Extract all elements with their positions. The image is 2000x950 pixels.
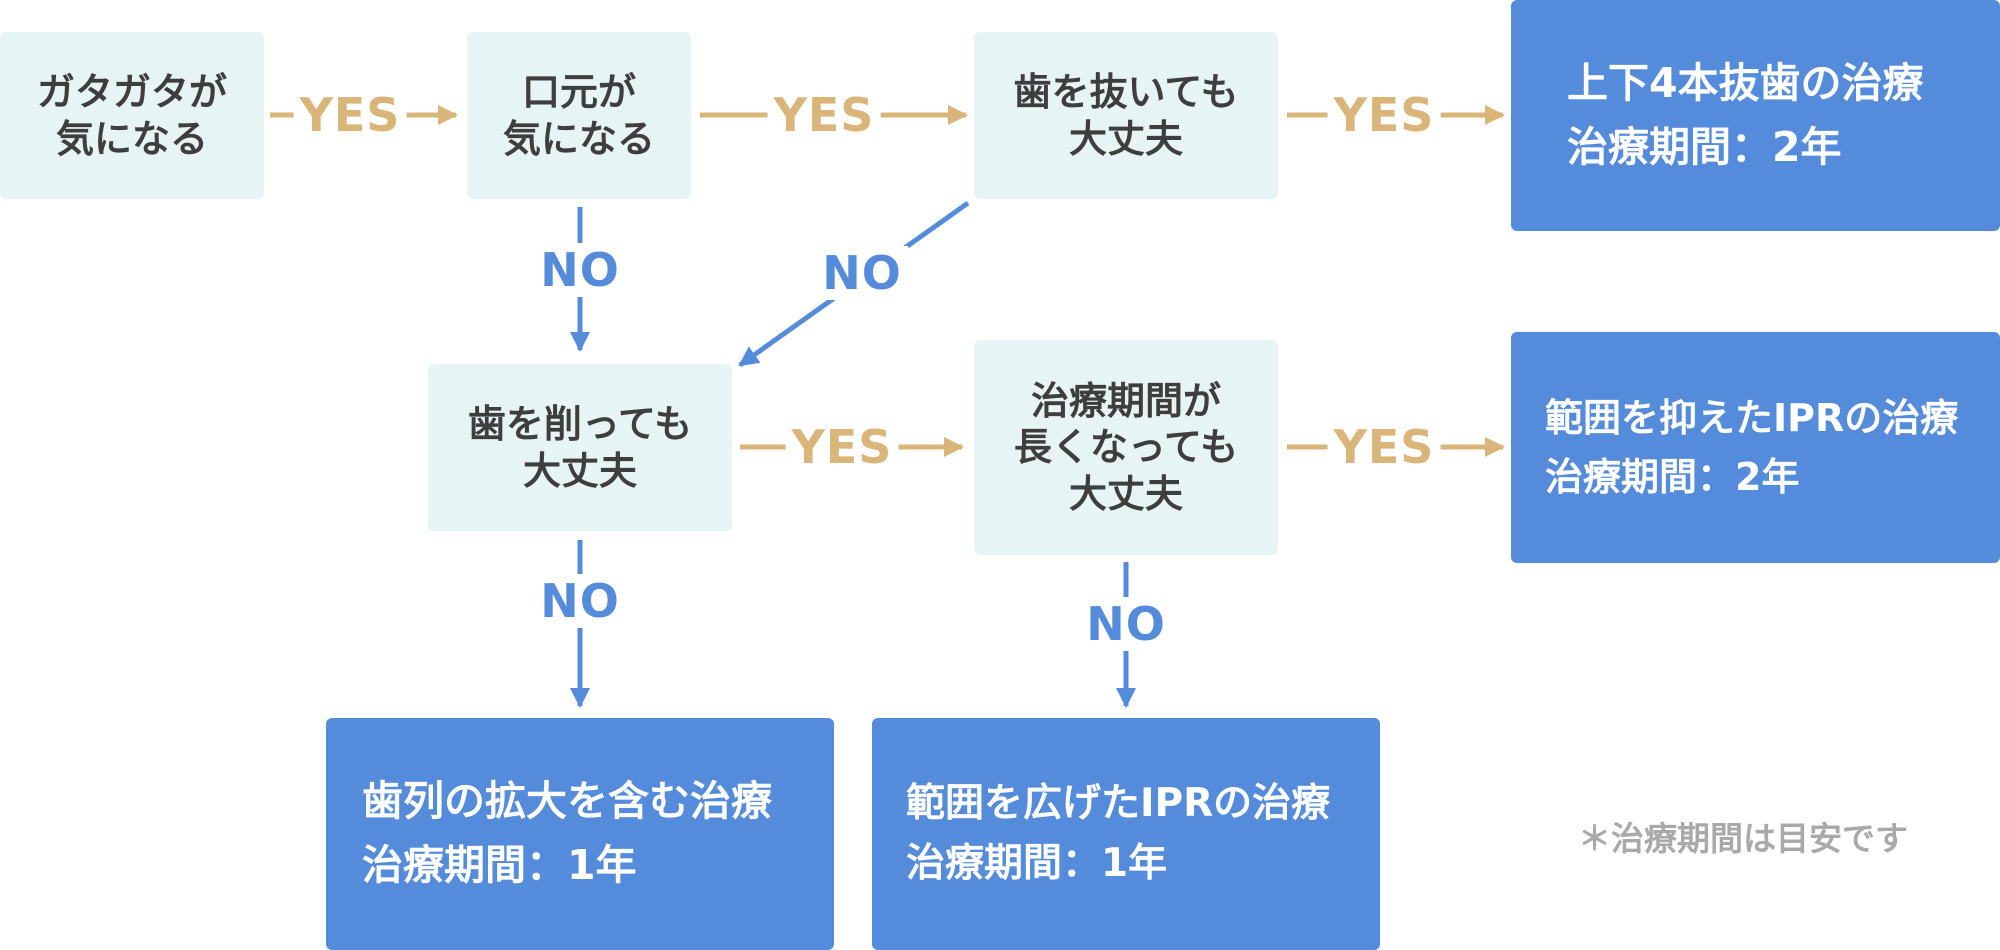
- no-label-q3: NO: [816, 246, 908, 300]
- no-label-q2: NO: [534, 243, 626, 297]
- question-q4: 歯を削っても 大丈夫: [428, 364, 732, 531]
- yes-label-q3: YES: [1327, 88, 1441, 142]
- result-extraction: 上下4本抜歯の治療 治療期間：2年: [1511, 0, 2000, 231]
- yes-label-q4: YES: [785, 420, 899, 474]
- result-period: 治療期間：1年: [362, 841, 637, 889]
- question-q1: ガタガタが 気になる: [0, 32, 264, 199]
- question-q2: 口元が 気になる: [467, 32, 691, 199]
- no-label-q5: NO: [1080, 597, 1172, 651]
- result-treatment: 歯列の拡大を含む治療: [362, 777, 772, 826]
- question-q5: 治療期間が 長くなっても 大丈夫: [974, 340, 1278, 555]
- result-arch-expansion: 歯列の拡大を含む治療 治療期間：1年: [326, 718, 834, 950]
- result-period: 治療期間：2年: [1567, 122, 1842, 171]
- period-note: ＊治療期間は目安です: [1578, 819, 1908, 858]
- result-period: 治療期間：2年: [1545, 454, 1800, 499]
- yes-label-q2: YES: [767, 88, 881, 142]
- result-period: 治療期間：1年: [906, 841, 1168, 886]
- question-q3: 歯を抜いても 大丈夫: [974, 32, 1278, 199]
- result-treatment: 範囲を広げたIPRの治療: [906, 780, 1331, 826]
- yes-label-q1: YES: [293, 88, 407, 142]
- yes-label-q5: YES: [1327, 420, 1441, 474]
- result-limited-ipr: 範囲を抑えたIPRの治療 治療期間：2年: [1511, 332, 2000, 563]
- result-extended-ipr: 範囲を広げたIPRの治療 治療期間：1年: [872, 718, 1380, 950]
- no-label-q4: NO: [534, 574, 626, 628]
- result-treatment: 上下4本抜歯の治療: [1567, 58, 1924, 107]
- result-treatment: 範囲を抑えたIPRの治療: [1545, 395, 1959, 440]
